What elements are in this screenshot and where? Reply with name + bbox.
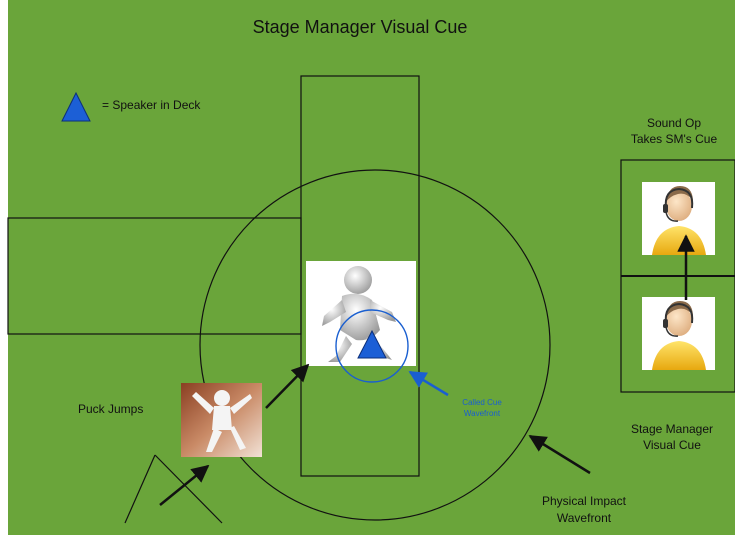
puck-jumps-label: Puck Jumps xyxy=(78,402,143,416)
sound-op-label-line1: Sound Op xyxy=(647,116,701,130)
stage-manager-label-line1: Stage Manager xyxy=(631,422,713,436)
puck-jumping-figure-icon xyxy=(181,383,262,457)
legend-label: = Speaker in Deck xyxy=(102,98,201,112)
legend-speaker-icon xyxy=(61,91,91,122)
arrow-to-physical-wavefront xyxy=(528,434,591,475)
physical-impact-wavefront xyxy=(199,169,551,521)
stage-manager-label-line2: Visual Cue xyxy=(643,438,701,452)
called-cue-wavefront xyxy=(335,309,409,383)
physical-impact-label-line2: Wavefront xyxy=(557,511,612,525)
actor-figure-icon xyxy=(306,261,416,366)
arrow-to-puck xyxy=(159,464,210,506)
left-platform xyxy=(7,217,302,335)
arrow-to-called-cue xyxy=(408,370,449,397)
called-cue-label-line2: Wavefront xyxy=(464,409,501,418)
physical-impact-label-line1: Physical Impact xyxy=(542,494,627,508)
ramp-left-edge xyxy=(124,454,156,524)
arrow-puck-to-actor xyxy=(265,363,310,409)
headset-operator-icon xyxy=(642,182,715,255)
sound-op-label-line2: Takes SM's Cue xyxy=(631,132,718,146)
called-cue-label-line1: Called Cue xyxy=(462,398,502,407)
speaker-triangle-icon xyxy=(357,329,387,359)
ramp-right-edge xyxy=(154,454,223,524)
headset-operator-icon xyxy=(642,297,715,370)
diagram-title: Stage Manager Visual Cue xyxy=(253,17,468,37)
